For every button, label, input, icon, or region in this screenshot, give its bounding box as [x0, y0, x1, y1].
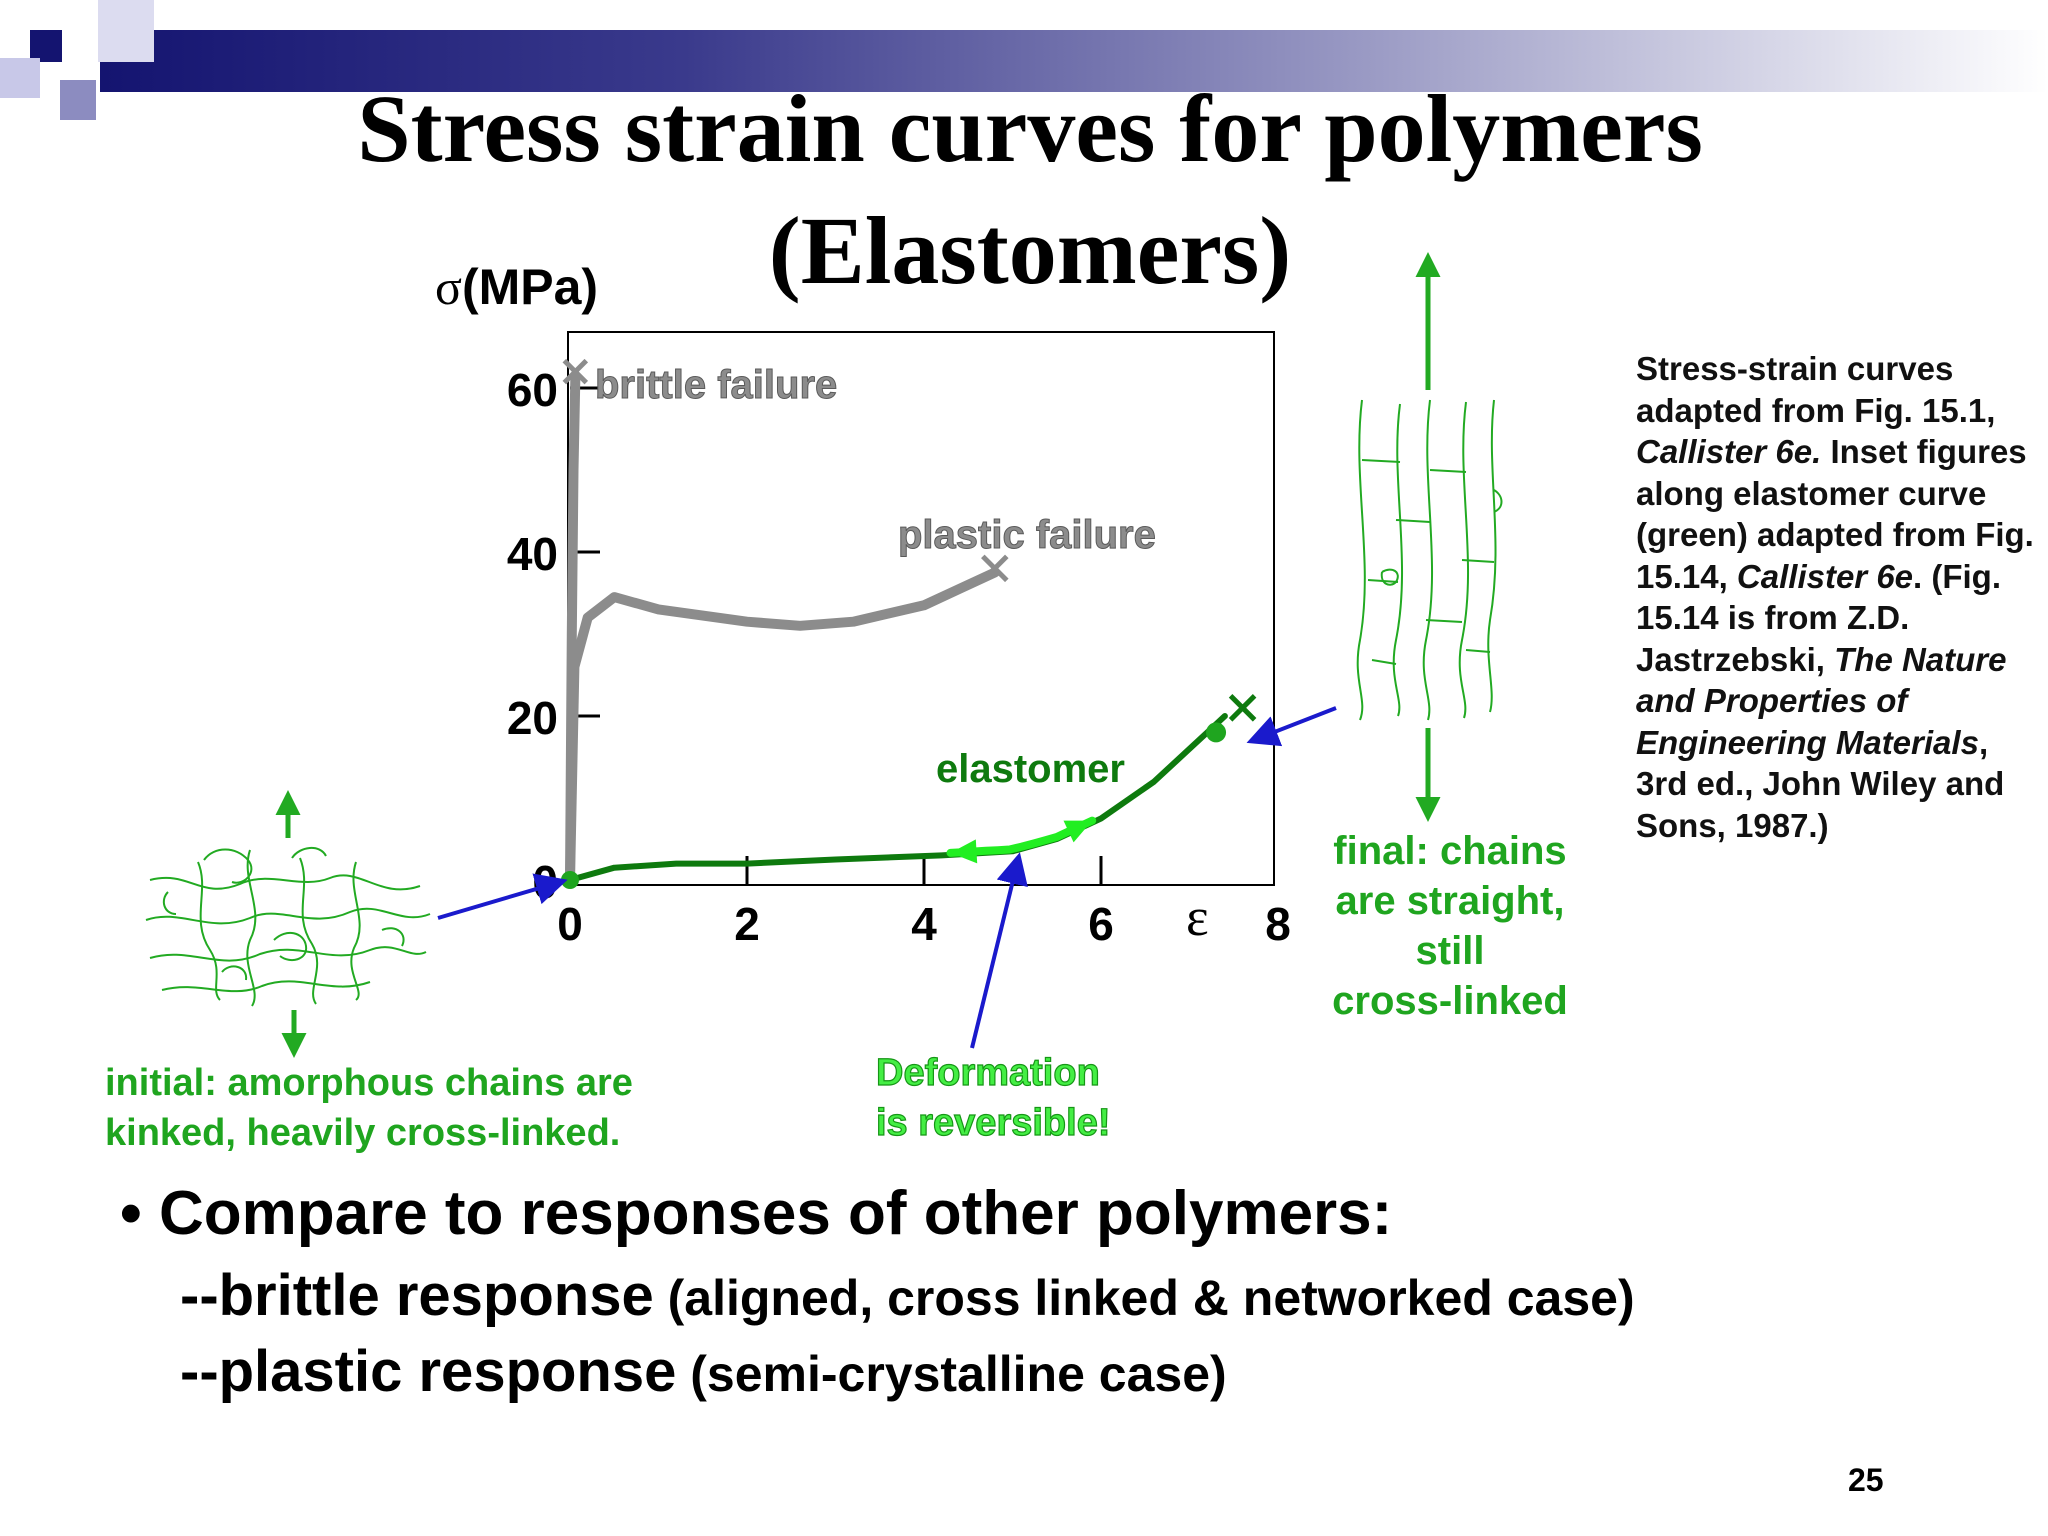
brittle-response-text: --brittle response	[180, 1263, 654, 1328]
credit-text-1: Stress-strain curves adapted from Fig. 1…	[1636, 350, 1996, 429]
x-tick-label: 6	[1088, 898, 1114, 950]
y-axis-symbol: σ	[435, 259, 462, 315]
axis-ticks	[570, 386, 1103, 884]
final-caption-line-3: still	[1415, 929, 1485, 973]
deformation-pointer-arrow	[970, 852, 1028, 1049]
reversible-arrowhead-right	[1063, 820, 1093, 843]
page-number: 25	[1848, 1462, 1884, 1498]
brittle-failure-marker	[562, 358, 589, 385]
credit-text-2: Inset figures along elastomer curve (gre…	[1636, 433, 2034, 595]
bullet-main-text: Compare to responses of other polymers:	[158, 1179, 1393, 1248]
figure-credit: Stress-strain curves adapted from Fig. 1…	[1636, 348, 2036, 846]
x-tick-label: 0	[557, 898, 583, 950]
elastomer-origin-point	[561, 871, 579, 889]
final-state-caption: final: chains are straight, still cross-…	[1300, 826, 1600, 1026]
x-tick-label: 4	[911, 898, 937, 950]
credit-italic-3: The Nature and Properties of Engineering…	[1636, 640, 2007, 761]
final-pointer-arrow	[1246, 706, 1337, 747]
initial-pointer-arrow	[437, 873, 568, 920]
x-axis-label: ε	[1186, 887, 1209, 947]
header-square-light	[0, 58, 40, 98]
final-caption-line-1: final: chains	[1333, 829, 1567, 873]
title-line-2: (Elastomers)	[768, 197, 1292, 304]
bullet-sub-plastic: --plastic response (semi-crystalline cas…	[180, 1338, 1227, 1405]
plastic-failure-marker	[981, 554, 1009, 583]
credit-italic-1: Callister 6e.	[1636, 433, 1822, 470]
initial-caption-line-1: initial: amorphous chains are	[105, 1062, 633, 1104]
credit-text-4: , 3rd ed., John Wiley and Sons, 1987.)	[1636, 723, 2005, 844]
header-gradient-bar	[100, 30, 2048, 92]
plastic-response-text: --plastic response	[180, 1339, 677, 1404]
final-chain-network-image	[1356, 399, 1503, 721]
elastomer-failure-marker	[1228, 694, 1257, 722]
title-line-1: Stress strain curves for polymers	[357, 75, 1703, 182]
slide-title: Stress strain curves for polymers (Elast…	[230, 68, 1830, 312]
credit-text-3: . (Fig. 15.14 is from Z.D. Jastrzebski,	[1636, 557, 2002, 678]
credit-italic-2: Callister 6e	[1736, 557, 1914, 595]
header-square-mid	[60, 80, 96, 120]
plastic-response-detail: (semi-crystalline case)	[676, 1346, 1227, 1402]
x-tick-label: 8	[1265, 898, 1291, 950]
plastic-failure-label: plastic failure	[898, 513, 1156, 557]
elastomer-curve	[567, 713, 1228, 883]
elastomer-state-point	[1206, 722, 1227, 743]
initial-caption-line-2: kinked, heavily cross-linked.	[105, 1112, 621, 1154]
y-tick-label: 20	[507, 692, 558, 744]
bullet-sub-brittle: --brittle response (aligned, cross linke…	[180, 1262, 1635, 1329]
plastic-curve	[565, 567, 1000, 885]
initial-state-caption: initial: amorphous chains are kinked, he…	[105, 1058, 805, 1158]
x-tick-label: 2	[734, 898, 760, 950]
header-square-dark	[30, 30, 62, 62]
y-tick-label: 40	[507, 528, 558, 580]
y-axis-unit: (MPa)	[461, 259, 599, 315]
deformation-caption-line-1: Deformation	[875, 1051, 1100, 1094]
brittle-response-detail: (aligned, cross linked & networked case)	[653, 1270, 1635, 1326]
y-tick-label: 60	[507, 364, 558, 416]
deformation-caption: Deformation is reversible!	[875, 1048, 1196, 1148]
reversible-arrowhead-left	[950, 839, 978, 864]
brittle-failure-label: brittle failure	[595, 363, 837, 407]
final-caption-line-2: are straight,	[1335, 879, 1565, 923]
header-square-pale	[98, 0, 154, 62]
final-caption-line-4: cross-linked	[1332, 979, 1568, 1023]
bullet-main: • Compare to responses of other polymers…	[120, 1179, 1393, 1248]
elastomer-label: elastomer	[936, 747, 1125, 791]
initial-chain-network-image	[145, 847, 431, 1007]
deformation-caption-line-2: is reversible!	[875, 1101, 1111, 1144]
y-axis-label: σ(MPa)	[435, 258, 598, 316]
curves	[561, 358, 1257, 889]
